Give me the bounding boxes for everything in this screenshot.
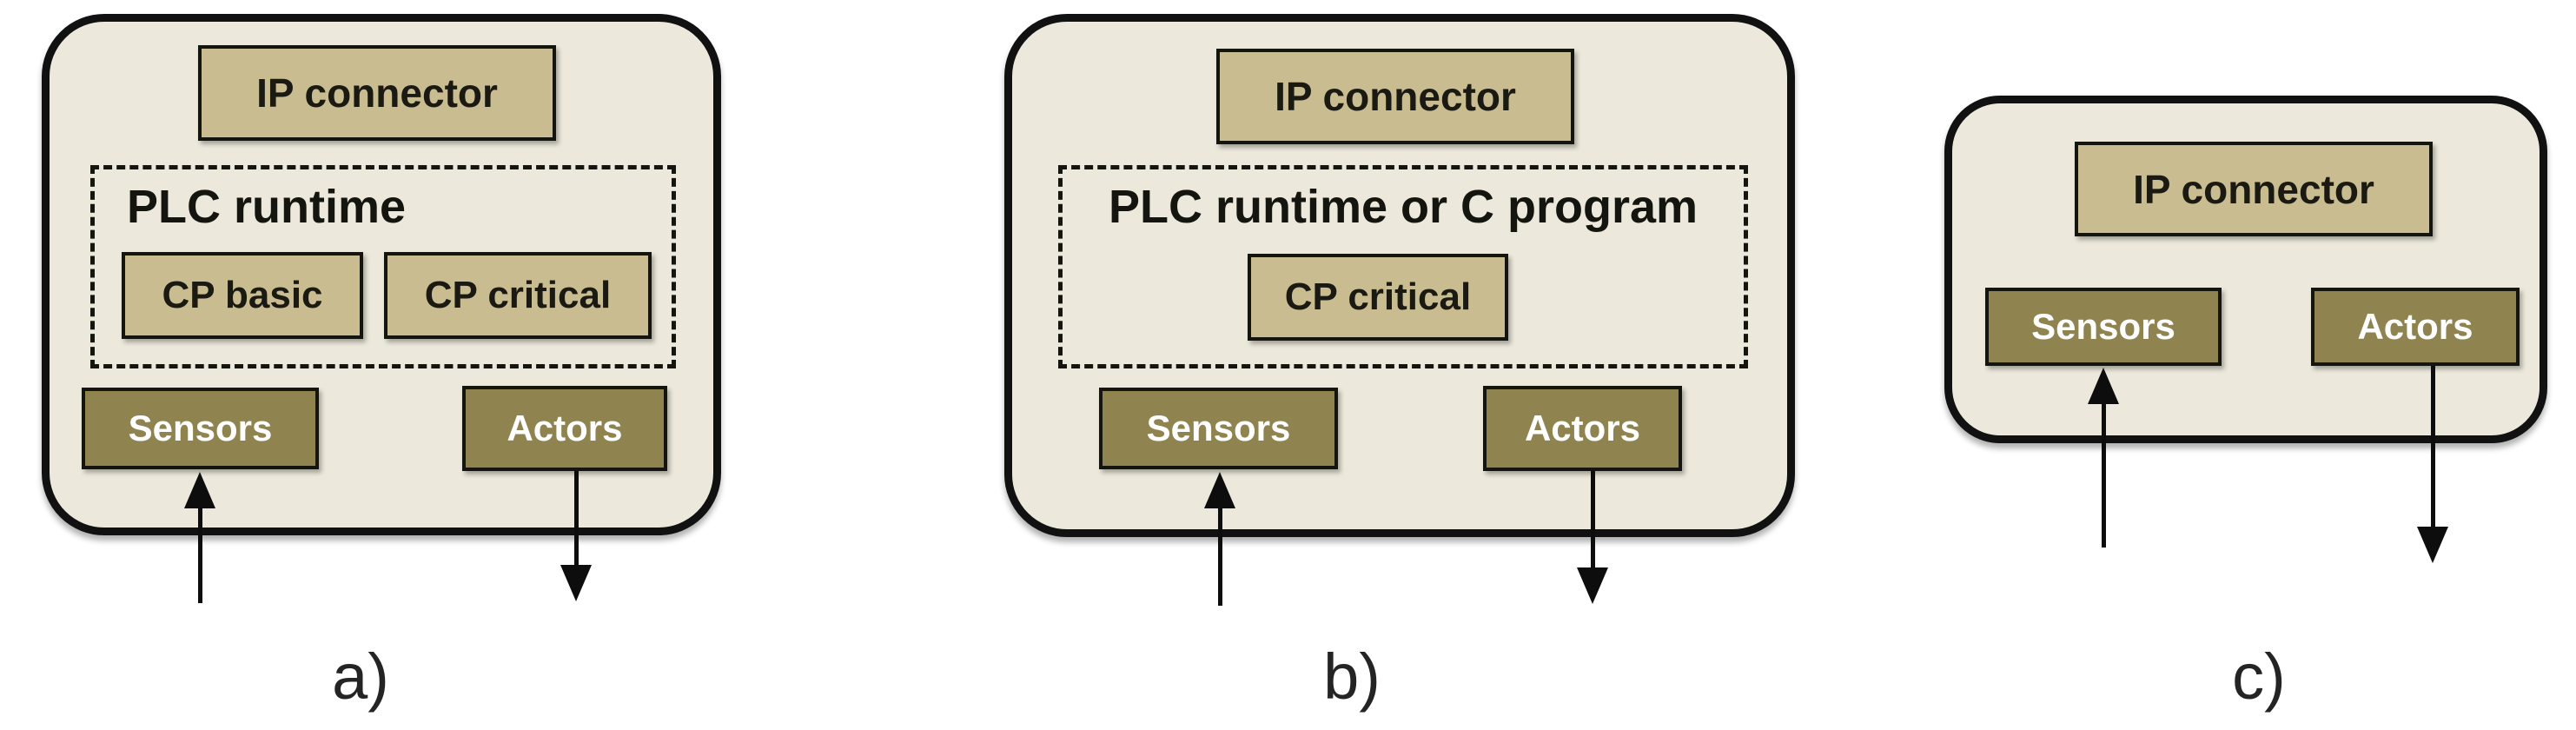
sensors-label: Sensors [128, 408, 273, 448]
sensor-input-up-arrow-icon [2088, 368, 2119, 548]
ip-connector-label: IP connector [256, 70, 498, 116]
ip-connector-label: IP connector [2133, 166, 2374, 212]
sensors-label: Sensors [1146, 408, 1291, 448]
down-arrowhead-icon [1577, 567, 1608, 604]
arrow-shaft [2430, 366, 2435, 527]
cp-critical-label: CP critical [1284, 275, 1472, 318]
diagram-caption-b: b) [1323, 640, 1381, 713]
ip-connector-box: IP connector [1216, 49, 1574, 144]
ip-connector-label: IP connector [1275, 74, 1516, 119]
cp-critical-box: CP critical [384, 252, 652, 339]
sensors-box: Sensors [1985, 288, 2222, 366]
cp-basic-box: CP basic [122, 252, 363, 339]
ip-connector-box: IP connector [2075, 142, 2433, 236]
ip-connector-box: IP connector [198, 45, 556, 141]
up-arrowhead-icon [2088, 368, 2119, 404]
actors-box: Actors [462, 386, 667, 471]
cp-basic-label: CP basic [162, 274, 323, 316]
arrow-shaft [1590, 471, 1595, 567]
actors-label: Actors [2357, 306, 2473, 347]
actor-output-down-arrow-icon [1577, 471, 1608, 604]
actors-box: Actors [1483, 386, 1682, 471]
actors-label: Actors [1524, 408, 1641, 448]
actors-label: Actors [507, 408, 623, 448]
device-box-c: IP connector Sensors Actors [1944, 96, 2547, 443]
sensors-label: Sensors [2031, 306, 2175, 347]
plc-runtime-group: PLC runtime or C program CP critical [1058, 165, 1748, 368]
cp-critical-box: CP critical [1248, 254, 1508, 341]
sensors-box: Sensors [1099, 388, 1338, 469]
device-box-b: IP connector PLC runtime or C program CP… [1004, 14, 1795, 537]
diagram-caption-c: c) [2232, 640, 2286, 713]
arrow-shaft [197, 508, 202, 603]
sensor-input-up-arrow-icon [1204, 472, 1235, 606]
device-box-a: IP connector PLC runtime CP basic CP cri… [42, 14, 721, 535]
actors-box: Actors [2311, 288, 2520, 366]
arrow-shaft [2101, 404, 2106, 548]
actor-output-down-arrow-icon [560, 471, 592, 601]
sensor-input-up-arrow-icon [184, 472, 215, 603]
actor-output-down-arrow-icon [2417, 366, 2448, 563]
arrow-shaft [573, 471, 579, 565]
plc-runtime-label: PLC runtime or C program [1108, 181, 1699, 233]
sensors-box: Sensors [82, 388, 319, 469]
down-arrowhead-icon [560, 565, 592, 601]
cp-critical-label: CP critical [424, 274, 612, 316]
plc-runtime-group: PLC runtime CP basic CP critical [90, 165, 676, 368]
up-arrowhead-icon [1204, 472, 1235, 508]
plc-runtime-label: PLC runtime [127, 181, 407, 233]
diagram-caption-a: a) [332, 640, 389, 713]
down-arrowhead-icon [2417, 527, 2448, 563]
arrow-shaft [1217, 508, 1222, 606]
up-arrowhead-icon [184, 472, 215, 508]
